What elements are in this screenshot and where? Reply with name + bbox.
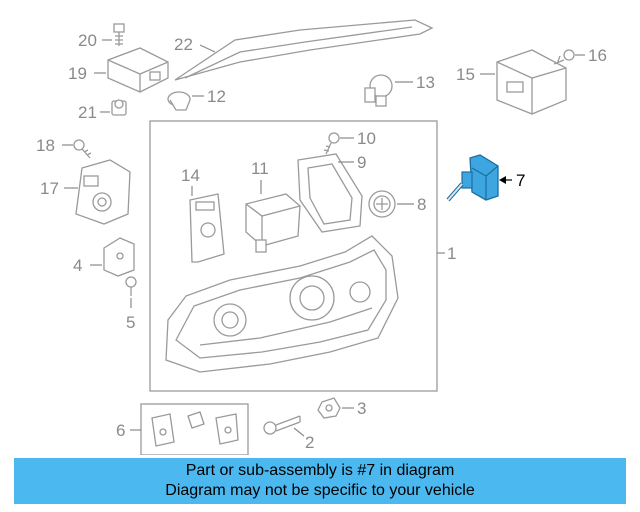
callout-17: 17 [40,179,59,198]
parts-diagram: 1 22 20 19 21 12 13 [36,19,607,455]
callout-5: 5 [126,313,135,332]
part-17-led-module[interactable] [75,159,131,225]
part-21-nut[interactable] [111,99,127,116]
part-2-bolt[interactable] [263,415,301,435]
part-18-screw[interactable] [73,139,92,159]
callout-18: 18 [36,136,55,155]
part-7-hid-bulb[interactable] [446,154,499,202]
callout-7-arrowhead [499,176,506,184]
headlamp-housing[interactable] [165,235,399,373]
callout-10: 10 [357,129,376,148]
callout-11: 11 [251,159,269,178]
part-10-screw[interactable] [323,132,340,155]
part-11-leveling-motor[interactable] [245,193,301,253]
callout-22: 22 [174,35,193,54]
callout-6: 6 [116,421,125,440]
part-22-trim-strip[interactable] [174,19,434,81]
callout-14: 14 [181,166,200,185]
part-5-screw[interactable] [125,276,137,296]
part-6-brackets[interactable] [151,411,239,447]
callout-8: 8 [417,195,426,214]
callout-16: 16 [588,46,607,65]
callout-20: 20 [78,31,97,50]
callout-7: 7 [516,171,525,190]
part-4-bracket[interactable] [103,237,135,277]
headlamp-assembly-frame [149,120,438,392]
part-20-screw[interactable] [113,23,125,46]
part-8-cap[interactable] [368,190,396,218]
callout-21: 21 [78,103,97,122]
banner-line-1: Part or sub-assembly is #7 in diagram [185,462,455,479]
callout-19: 19 [68,64,87,83]
part-12-cap[interactable] [167,91,191,111]
callout-15: 15 [456,65,475,84]
callout-9: 9 [357,153,366,172]
part-14-module[interactable] [189,193,225,263]
callout-13: 13 [416,73,435,92]
part-19-control-module[interactable] [107,47,169,93]
callout-12: 12 [207,87,226,106]
part-13-bulb[interactable] [364,74,393,107]
part-3-clip[interactable] [317,397,341,419]
part-9-frame-bracket[interactable] [297,153,363,233]
part-15-ballast[interactable] [496,49,567,115]
callout-4: 4 [73,256,82,275]
callout-1: 1 [447,244,456,263]
part-16-screw[interactable] [553,49,575,65]
info-banner: Part or sub-assembly is #7 in diagram Di… [14,458,626,504]
callout-2: 2 [305,433,314,452]
callout-3: 3 [357,399,366,418]
banner-line-2: Diagram may not be specific to your vehi… [165,482,475,499]
